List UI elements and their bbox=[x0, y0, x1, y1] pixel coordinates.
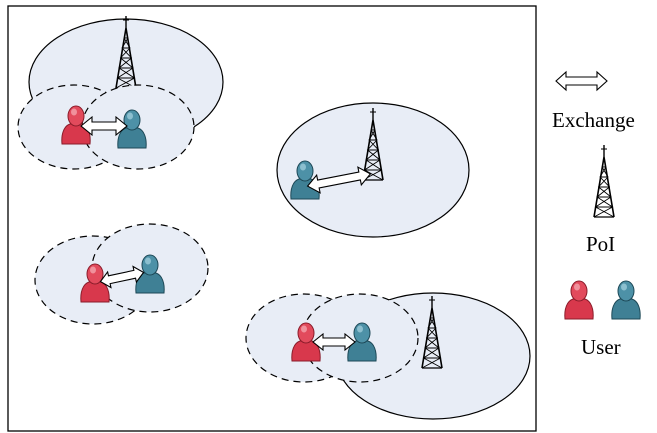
legend-user-label: User bbox=[581, 335, 621, 359]
legend-poi-tower-icon bbox=[593, 144, 615, 218]
legend-user-red-icon bbox=[564, 280, 594, 320]
double-arrow-icon bbox=[312, 332, 356, 352]
double-arrow-icon bbox=[306, 166, 372, 194]
legend-user-teal-icon bbox=[611, 280, 641, 320]
legend-exchange-label: Exchange bbox=[552, 108, 635, 132]
legend-exchange-symbol bbox=[555, 70, 608, 92]
legend-poi-label: PoI bbox=[586, 232, 615, 256]
legend: Exchange PoI User bbox=[552, 70, 641, 359]
double-arrow-icon bbox=[99, 265, 145, 289]
double-arrow-icon bbox=[80, 115, 128, 137]
